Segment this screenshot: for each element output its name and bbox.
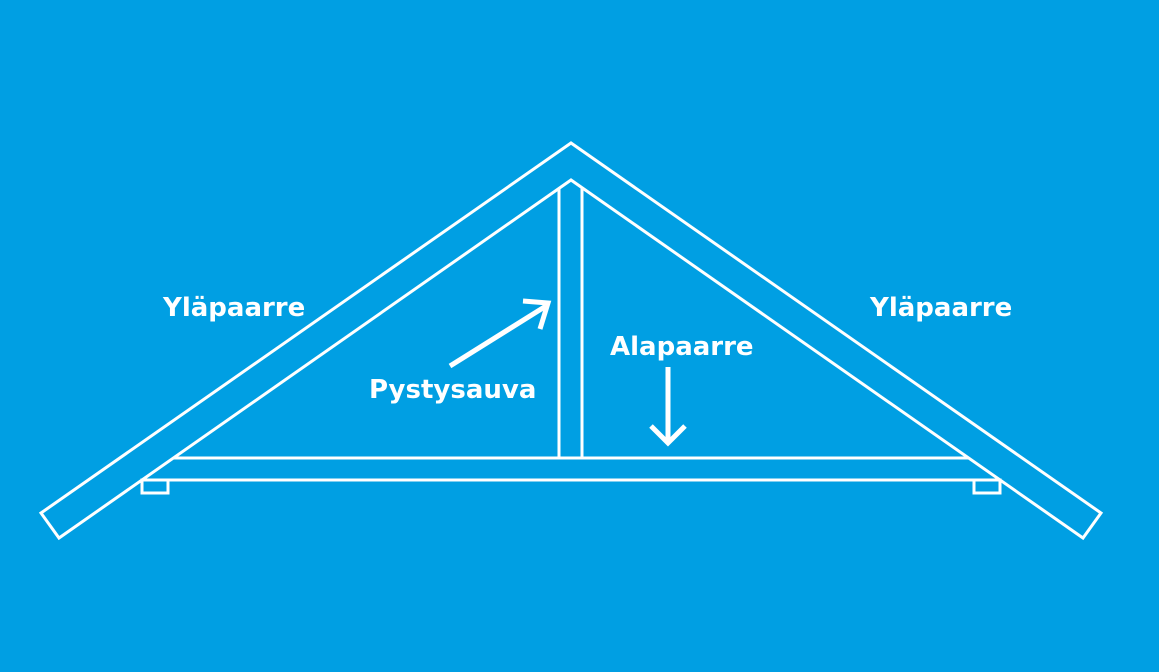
arrow-down-icon <box>649 367 687 447</box>
label-top-chord-left: Yläpaarre <box>162 293 305 323</box>
support-pad-left <box>140 478 170 495</box>
top-chord-rafters <box>38 141 1104 541</box>
label-bottom-chord: Alapaarre <box>610 332 754 362</box>
bottom-chord <box>142 456 1000 482</box>
label-vertical-post: Pystysauva <box>369 375 536 405</box>
label-top-chord-right: Yläpaarre <box>869 293 1012 323</box>
arrow-to-post-icon <box>448 298 552 369</box>
vertical-post <box>557 188 584 458</box>
support-pad-right <box>972 478 1002 495</box>
